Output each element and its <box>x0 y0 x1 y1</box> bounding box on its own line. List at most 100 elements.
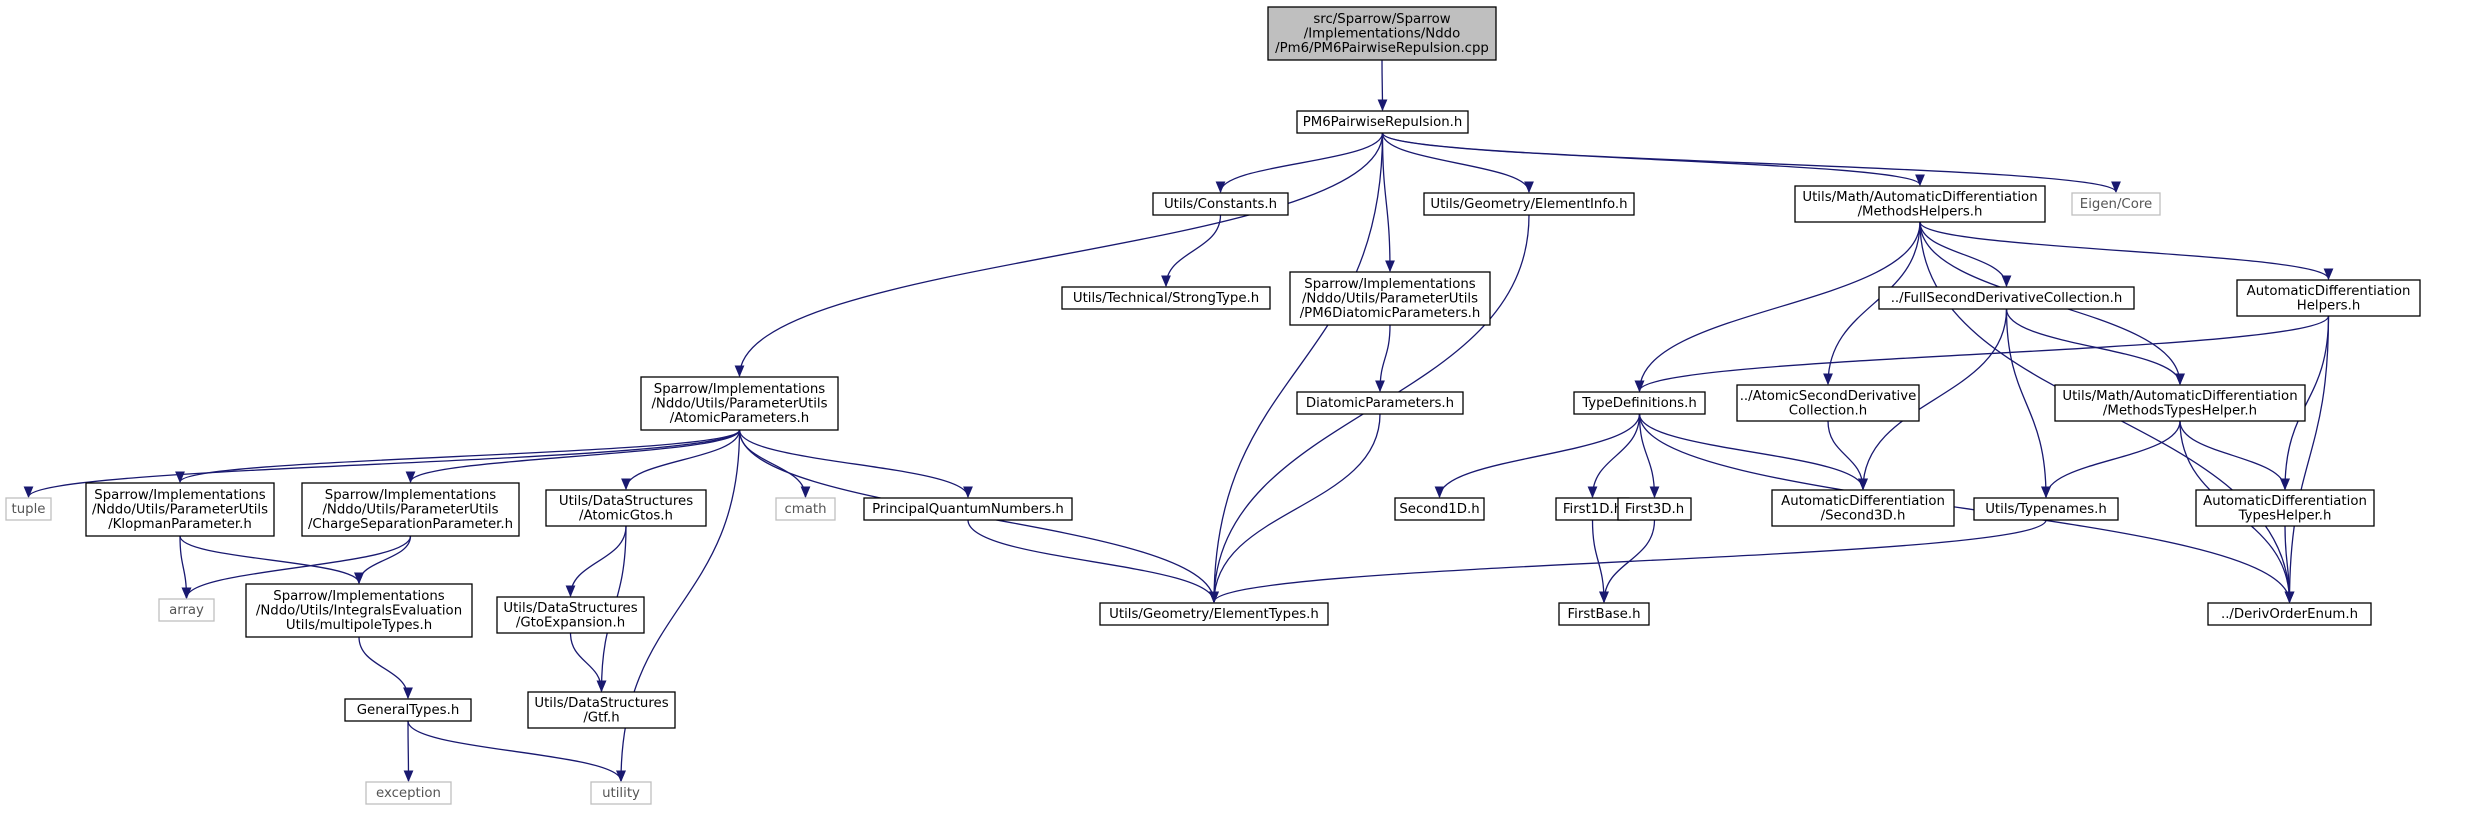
node-first1d[interactable]: First1D.h <box>1555 497 1630 521</box>
node-generaltypes[interactable]: GeneralTypes.h <box>344 698 472 722</box>
node-label-gtf-line-1: /Gtf.h <box>583 710 619 725</box>
edge-methodstypes-to-adtypeshelper <box>2179 420 2290 491</box>
node-box-array <box>158 598 215 622</box>
node-atomicgtos[interactable]: Utils/DataStructures/AtomicGtos.h <box>545 489 707 527</box>
node-label-strongtype-line-0: Utils/Technical/StrongType.h <box>1073 291 1259 306</box>
node-label-pqn-line-0: PrincipalQuantumNumbers.h <box>872 502 1064 517</box>
edge-atomicparams-to-klopman <box>175 429 741 484</box>
node-methodstypes[interactable]: Utils/Math/AutomaticDifferentiation/Meth… <box>2054 384 2306 422</box>
edge-typedefs-to-first1d <box>1587 413 1641 499</box>
node-box-cmath <box>775 497 836 521</box>
node-multipole[interactable]: Sparrow/Implementations/Nddo/Utils/Integ… <box>245 583 473 638</box>
node-label-cmath-line-0: cmath <box>784 502 826 517</box>
node-label-generaltypes-line-0: GeneralTypes.h <box>357 703 460 718</box>
node-tuple: tuple <box>5 497 52 521</box>
node-root[interactable]: src/Sparrow/Sparrow/Implementations/Nddo… <box>1267 6 1497 61</box>
edge-pm6pair-to-eigen <box>1381 132 2121 194</box>
node-methodshelpers[interactable]: Utils/Math/AutomaticDifferentiation/Meth… <box>1794 185 2046 223</box>
node-first3d[interactable]: First3D.h <box>1617 497 1692 521</box>
node-label-adsecond3d-line-0: AutomaticDifferentiation <box>1781 494 1945 509</box>
node-label-chargesep-line-0: Sparrow/Implementations <box>325 488 497 503</box>
node-box-derivorder <box>2207 602 2372 626</box>
node-label-multipole-line-1: /Nddo/Utils/IntegralsEvaluation <box>256 604 462 619</box>
node-label-elemtypes-line-0: Utils/Geometry/ElementTypes.h <box>1109 607 1319 622</box>
edge-methodshelpers-to-adhelpers <box>1919 221 2334 281</box>
node-firstbase[interactable]: FirstBase.h <box>1558 602 1650 626</box>
node-box-atomicparams <box>640 376 839 431</box>
node-box-eigen <box>2071 192 2161 216</box>
edge-root-to-pm6pair <box>1377 59 1388 112</box>
node-label-pm6pair-line-0: PM6PairwiseRepulsion.h <box>1303 115 1463 130</box>
node-label-adtypeshelper-line-0: AutomaticDifferentiation <box>2203 494 2367 509</box>
node-box-first3d <box>1617 497 1692 521</box>
node-box-methodstypes <box>2054 384 2306 422</box>
edge-typedefs-to-first3d <box>1638 413 1660 499</box>
node-box-generaltypes <box>344 698 472 722</box>
node-label-chargesep-line-1: /Nddo/Utils/ParameterUtils <box>322 503 498 518</box>
node-box-klopman <box>85 482 275 537</box>
node-label-first3d-line-0: First3D.h <box>1625 502 1684 517</box>
node-typenames[interactable]: Utils/Typenames.h <box>1973 497 2119 521</box>
node-label-atomicsecond-line-0: ../AtomicSecondDerivative <box>1740 389 1917 404</box>
node-pm6diatomic[interactable]: Sparrow/Implementations/Nddo/Utils/Param… <box>1289 271 1491 326</box>
node-second1d[interactable]: Second1D.h <box>1394 497 1485 521</box>
node-elemtypes[interactable]: Utils/Geometry/ElementTypes.h <box>1099 602 1329 626</box>
node-label-adhelpers-line-0: AutomaticDifferentiation <box>2247 284 2411 299</box>
node-label-klopman-line-2: /KlopmanParameter.h <box>108 517 252 532</box>
node-gtf[interactable]: Utils/DataStructures/Gtf.h <box>527 691 676 729</box>
node-box-adsecond3d <box>1771 489 1955 527</box>
node-label-tuple-line-0: tuple <box>12 502 46 517</box>
edge-multipole-to-generaltypes <box>358 636 413 700</box>
node-constants[interactable]: Utils/Constants.h <box>1152 192 1289 216</box>
node-diatomicparams[interactable]: DiatomicParameters.h <box>1296 391 1464 415</box>
node-label-first1d-line-0: First1D.h <box>1563 502 1622 517</box>
node-box-pqn <box>863 497 1073 521</box>
edge-pm6pair-to-atomicparams <box>734 132 1384 378</box>
node-typedefs[interactable]: TypeDefinitions.h <box>1573 391 1706 415</box>
node-box-firstbase <box>1558 602 1650 626</box>
edge-fullsecond-to-typenames <box>2005 308 2051 499</box>
node-strongtype[interactable]: Utils/Technical/StrongType.h <box>1061 286 1271 310</box>
edge-methodshelpers-to-fullsecond <box>1919 221 2012 288</box>
node-label-typedefs-line-0: TypeDefinitions.h <box>1581 396 1697 411</box>
edge-pm6diatomic-to-diatomicparams <box>1375 324 1391 393</box>
node-label-eigen-line-0: Eigen/Core <box>2080 197 2152 212</box>
node-label-adtypeshelper-line-1: TypesHelper.h <box>2238 508 2332 523</box>
node-adsecond3d[interactable]: AutomaticDifferentiation/Second3D.h <box>1771 489 1955 527</box>
node-label-multipole-line-0: Sparrow/Implementations <box>273 589 445 604</box>
node-eleminfo[interactable]: Utils/Geometry/ElementInfo.h <box>1423 192 1635 216</box>
edge-methodstypes-to-typenames <box>2041 420 2181 499</box>
node-label-adhelpers-line-1: Helpers.h <box>2297 298 2361 313</box>
edge-pm6pair-to-elemtypes <box>1209 132 1384 604</box>
node-chargesep[interactable]: Sparrow/Implementations/Nddo/Utils/Param… <box>301 482 520 537</box>
node-box-strongtype <box>1061 286 1271 310</box>
node-label-methodshelpers-line-0: Utils/Math/AutomaticDifferentiation <box>1802 190 2037 205</box>
node-derivorder[interactable]: ../DerivOrderEnum.h <box>2207 602 2372 626</box>
node-label-atomicparams-line-1: /Nddo/Utils/ParameterUtils <box>651 397 827 412</box>
node-pqn[interactable]: PrincipalQuantumNumbers.h <box>863 497 1073 521</box>
edge-atomicparams-to-pqn <box>738 429 973 499</box>
node-gtoexp[interactable]: Utils/DataStructures/GtoExpansion.h <box>496 596 645 634</box>
node-atomicparams[interactable]: Sparrow/Implementations/Nddo/Utils/Param… <box>640 376 839 431</box>
node-label-second1d-line-0: Second1D.h <box>1399 502 1479 517</box>
node-label-fullsecond-line-0: ../FullSecondDerivativeCollection.h <box>1891 291 2123 306</box>
node-label-klopman-line-0: Sparrow/Implementations <box>94 488 266 503</box>
edge-constants-to-strongtype <box>1161 214 1222 288</box>
node-label-chargesep-line-2: /ChargeSeparationParameter.h <box>308 517 513 532</box>
node-box-fullsecond <box>1878 286 2135 310</box>
node-label-methodstypes-line-1: /MethodsTypesHelper.h <box>2103 403 2257 418</box>
node-box-typedefs <box>1573 391 1706 415</box>
node-pm6pair[interactable]: PM6PairwiseRepulsion.h <box>1296 110 1469 134</box>
node-klopman[interactable]: Sparrow/Implementations/Nddo/Utils/Param… <box>85 482 275 537</box>
node-fullsecond[interactable]: ../FullSecondDerivativeCollection.h <box>1878 286 2135 310</box>
node-label-atomicparams-line-2: /AtomicParameters.h <box>670 411 809 426</box>
node-label-klopman-line-1: /Nddo/Utils/ParameterUtils <box>92 503 268 518</box>
node-label-pm6diatomic-line-2: /PM6DiatomicParameters.h <box>1300 306 1481 321</box>
node-label-eleminfo-line-0: Utils/Geometry/ElementInfo.h <box>1430 197 1627 212</box>
edge-pm6pair-to-pm6diatomic <box>1381 132 1395 273</box>
node-box-gtoexp <box>496 596 645 634</box>
